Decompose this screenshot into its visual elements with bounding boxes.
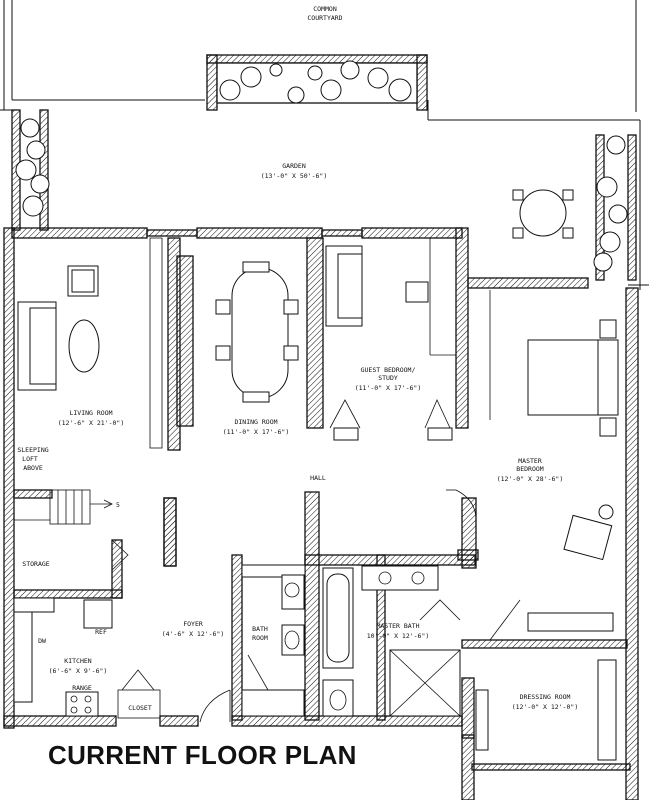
stairs [14, 489, 129, 571]
master-bedroom-label-2: BEDROOM [516, 465, 543, 473]
loft-label-2: LOFT [22, 455, 38, 463]
shrub-cluster-top [219, 60, 412, 104]
storage-label: STORAGE [22, 560, 49, 568]
courtyard-label-1: COMMON [313, 5, 337, 13]
bathroom-label-1: BATH [252, 625, 268, 633]
dressing-room-fixtures [475, 599, 617, 761]
loft-label-1: SLEEPING [17, 446, 48, 454]
planter-right [593, 134, 637, 281]
foyer-dimensions: (4'-6" X 12'-6") [162, 630, 225, 638]
plan-title: CURRENT FLOOR PLAN [48, 740, 357, 770]
bathroom-label-2: ROOM [252, 634, 268, 642]
range-label: RANGE [72, 684, 92, 692]
bathroom-fixtures [241, 564, 306, 717]
kitchen-fixtures [13, 597, 161, 719]
master-bath-fixtures [322, 565, 461, 717]
dining-table [215, 261, 299, 403]
loft-label-3: ABOVE [23, 464, 43, 472]
dining-room-label: DINING ROOM [234, 418, 277, 426]
guest-bedroom-label-2: STUDY [378, 374, 398, 382]
building-walls [3, 227, 639, 800]
master-bedroom-furniture [489, 290, 619, 561]
garden-dimensions: (13'-0" X 50'-6") [261, 172, 328, 180]
hall-label: HALL [310, 474, 326, 482]
refrigerator-label: REF [95, 628, 107, 636]
room-labels: COMMON COURTYARD GARDEN (13'-0" X 50'-6"… [17, 5, 578, 712]
garden-table [512, 189, 574, 239]
master-bath-label: MASTER BATH [376, 622, 419, 630]
site-boundary [0, 0, 649, 290]
planter-left [11, 109, 50, 231]
dining-room-dimensions: (11'-0" X 17'-6") [223, 428, 290, 436]
guest-bedroom-dimensions: (11'-0" X 17'-6") [355, 384, 422, 392]
closet-label: CLOSET [128, 704, 152, 712]
kitchen-dimensions: (6'-6" X 9'-6") [49, 667, 108, 675]
foyer-label: FOYER [183, 620, 203, 628]
guest-bedroom-label-1: GUEST BEDROOM/ [361, 366, 416, 374]
living-room-dimensions: (12'-6" X 21'-0") [58, 419, 125, 427]
stair-count-label: 5 [116, 501, 120, 509]
courtyard-label-2: COURTYARD [307, 14, 342, 22]
master-bedroom-label-1: MASTER [518, 457, 542, 465]
door-swings [163, 489, 477, 723]
kitchen-label: KITCHEN [64, 657, 91, 665]
dressing-room-label: DRESSING ROOM [520, 693, 571, 701]
living-room-label: LIVING ROOM [69, 409, 112, 417]
garden-label: GARDEN [282, 162, 306, 170]
dressing-room-dimensions: (12'-0" X 12'-0") [512, 703, 579, 711]
living-room-furniture [17, 237, 163, 449]
master-bath-dimensions: 10'-0" X 12'-6") [367, 632, 430, 640]
master-bedroom-dimensions: (12'-0" X 28'-6") [497, 475, 564, 483]
dishwasher-label: DW [38, 637, 46, 645]
guest-bedroom-furniture [325, 238, 456, 441]
